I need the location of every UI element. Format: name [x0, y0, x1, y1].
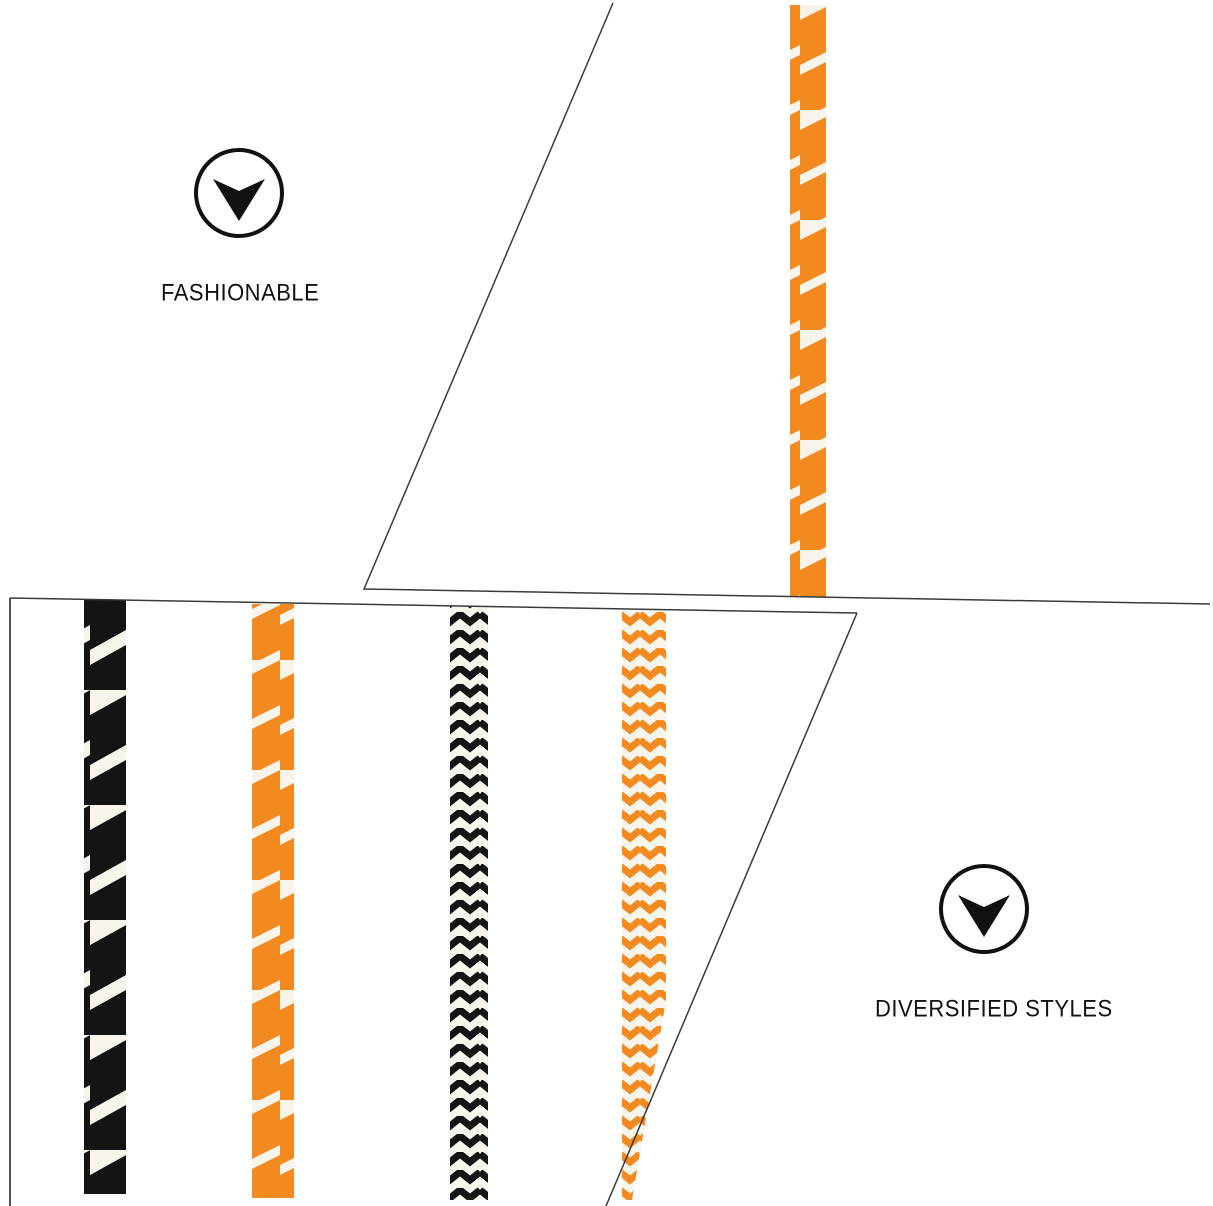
black-chevron-straw [450, 606, 488, 1200]
feature-label-fashionable: FASHIONABLE [161, 278, 320, 307]
black-spiral-straw [84, 600, 126, 1194]
bottom-panel [9, 597, 858, 1206]
orange-spiral-straw [252, 604, 294, 1198]
arrowhead-down-circle-icon [939, 864, 1029, 954]
top-panel-outline [362, 2, 1211, 605]
orange-spiral-straw-top [790, 5, 826, 597]
top-panel [362, 2, 1211, 605]
bottom-panel-top-edge [9, 597, 858, 614]
bottom-panel-diagonal-edge [605, 612, 858, 1206]
arrowhead-down-circle-icon [194, 148, 284, 238]
feature-label-diversified-styles: DIVERSIFIED STYLES [875, 994, 1113, 1023]
orange-chevron-straw [622, 610, 666, 1200]
